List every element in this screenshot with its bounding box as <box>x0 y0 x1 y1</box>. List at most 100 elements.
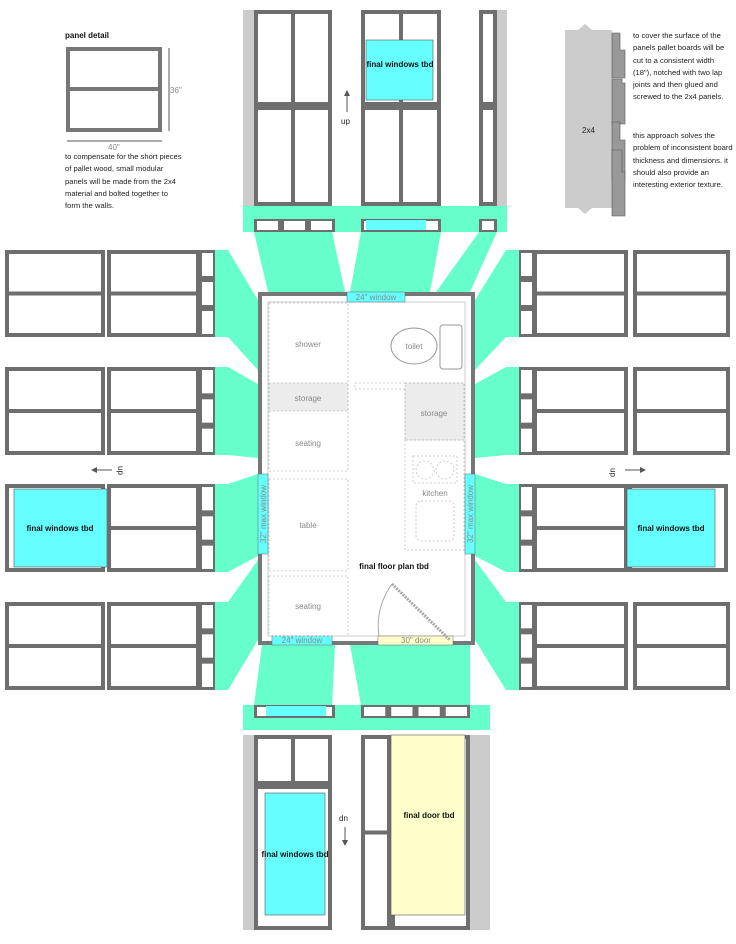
top-window-label: final windows tbd <box>366 60 433 69</box>
panel-interior <box>483 110 493 202</box>
wall-panel <box>390 734 470 930</box>
floor-plan <box>257 291 476 646</box>
strip-segment <box>521 634 532 658</box>
wall-panel <box>107 484 200 572</box>
arrow-label-bottom: dn <box>339 814 348 823</box>
strip-segment <box>391 707 413 716</box>
strip-frame <box>361 705 470 718</box>
wall-edge <box>470 735 490 930</box>
strip-segment <box>521 253 532 276</box>
storage-left <box>268 382 349 412</box>
strip-segment <box>311 221 332 230</box>
strip-segment <box>284 221 305 230</box>
wall-plan-strip <box>200 484 215 572</box>
room-toilet: toilet <box>406 342 424 351</box>
wall-panel <box>5 250 105 337</box>
wall-plan-strip <box>519 602 534 690</box>
width-label: 40" <box>108 143 120 152</box>
arrow-label-right: dn <box>608 468 617 477</box>
panel-rail <box>637 409 726 413</box>
strip-segment <box>202 282 213 305</box>
arrow-label-left: up <box>116 466 125 475</box>
wall-link <box>350 645 470 705</box>
wall-panel <box>361 10 441 106</box>
strip-segment <box>202 253 213 276</box>
strip-segment <box>202 605 213 629</box>
panel-rail <box>111 526 196 530</box>
panel-rail <box>9 409 101 413</box>
panel-rail <box>537 291 624 296</box>
wall-panel <box>5 602 105 690</box>
wall-edge <box>243 735 254 930</box>
sink <box>415 500 455 542</box>
wall-plan-strip <box>254 219 335 232</box>
window-opening <box>365 39 434 101</box>
board-section-graphic <box>565 24 626 217</box>
panel-rail <box>637 291 726 296</box>
room-seating-top: seating <box>295 439 321 448</box>
left-window <box>257 473 269 555</box>
panel-rail <box>111 409 196 413</box>
top-window <box>346 291 406 303</box>
wall-link <box>254 232 345 292</box>
wall-plan-strip <box>361 705 470 718</box>
door-swing <box>390 582 452 642</box>
wall-panels <box>5 10 730 930</box>
panel-rail <box>111 644 196 648</box>
height-label: 36" <box>170 86 182 95</box>
wall-panel <box>533 367 628 455</box>
panel-rail <box>537 526 624 530</box>
wall-plan-strip <box>519 484 534 572</box>
floor-plan-title: final floor plan tbd <box>359 562 429 571</box>
storage-right <box>404 382 465 441</box>
strip-segment <box>521 399 532 423</box>
wall-panel <box>107 602 200 690</box>
panel-rail <box>637 644 726 648</box>
strip-segment <box>202 516 213 540</box>
wall-plan-strip <box>479 219 497 232</box>
strip-segment <box>482 221 494 230</box>
right-window-label: final windows tbd <box>637 524 704 533</box>
wall-plan-strip <box>519 367 534 455</box>
wall-plan-strip <box>200 367 215 455</box>
window-opening <box>626 488 716 568</box>
strip-segment <box>202 545 213 569</box>
stove <box>412 455 458 484</box>
panel-interior <box>483 14 493 102</box>
wall-panel <box>626 484 728 572</box>
window-in-strip <box>266 706 326 716</box>
wall-link <box>350 232 441 292</box>
panel-stud <box>291 739 295 781</box>
panel-rail <box>111 291 196 296</box>
wall-plan-strip <box>200 250 215 337</box>
strip-segment <box>521 282 532 305</box>
strip-segment <box>521 487 532 511</box>
strip-segment <box>257 221 278 230</box>
panel-detail-title: panel detail <box>65 31 109 40</box>
window-opening <box>13 488 108 568</box>
board-detail-note-2: this approach solves the problem of inco… <box>633 131 733 190</box>
strip-segment <box>202 370 213 394</box>
left-window-label: final windows tbd <box>26 524 93 533</box>
wall-panel <box>533 250 628 337</box>
panel-rail <box>9 644 101 648</box>
board-detail-note-1: to cover the surface of the panels palle… <box>633 31 725 102</box>
room-storage-left: storage <box>295 394 322 403</box>
strip-segment <box>202 487 213 511</box>
room-storage-right: storage <box>421 409 448 418</box>
wall-panel <box>254 106 332 206</box>
up-arrow-icon-top <box>344 90 350 112</box>
up-arrow-icon-left <box>91 467 112 473</box>
wall-edge <box>497 10 507 206</box>
panel-detail-frame <box>66 47 162 132</box>
wall-plan-strip <box>519 250 534 337</box>
window-opening <box>264 792 326 916</box>
door <box>377 635 454 646</box>
strip-segment <box>521 663 532 687</box>
strip-segment <box>521 545 532 569</box>
stud-label: 2x4 <box>582 126 595 135</box>
panel-stud <box>291 110 295 202</box>
wall-panel <box>633 250 730 337</box>
wall-panel <box>107 367 200 455</box>
